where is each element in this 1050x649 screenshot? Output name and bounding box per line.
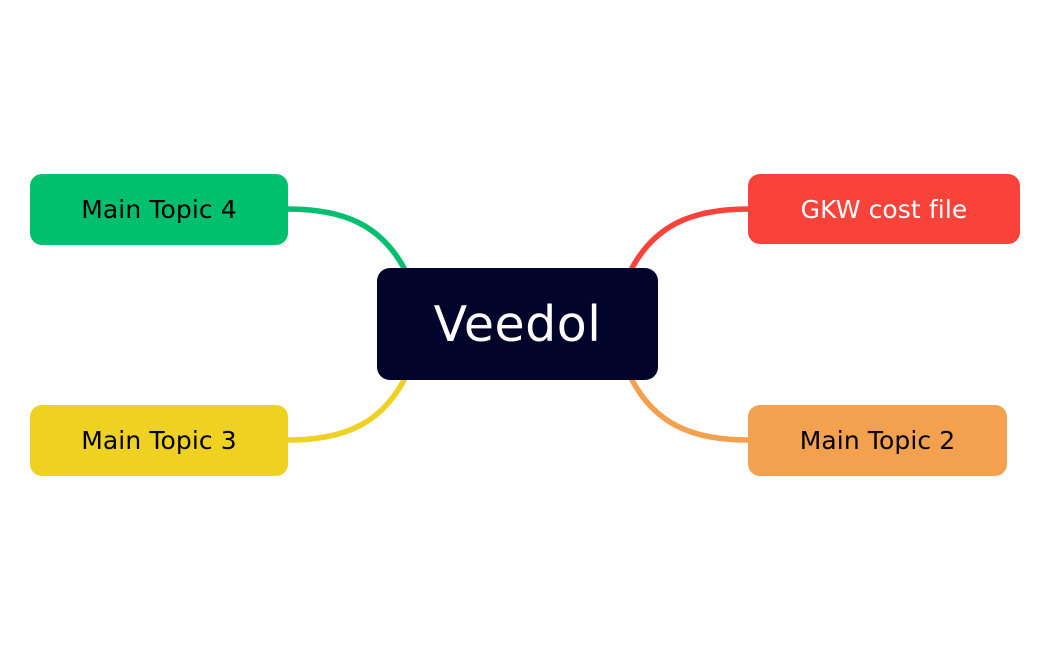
node-label-main-topic-4: Main Topic 4 (81, 195, 237, 224)
connector-topic2 (629, 377, 751, 443)
connector-gkw (629, 206, 751, 271)
node-main-topic-2[interactable]: Main Topic 2 (748, 405, 1007, 476)
node-gkw-cost-file[interactable]: GKW cost file (748, 174, 1020, 244)
node-main-topic-3[interactable]: Main Topic 3 (30, 405, 288, 476)
node-main-topic-4[interactable]: Main Topic 4 (30, 174, 288, 245)
node-central-veedol[interactable]: Veedol (377, 268, 658, 380)
node-label-main-topic-2: Main Topic 2 (799, 426, 956, 455)
node-label-main-topic-3: Main Topic 3 (81, 426, 237, 455)
node-label-gkw-cost-file: GKW cost file (800, 194, 968, 224)
connector-topic3 (285, 377, 407, 443)
node-label-central-veedol: Veedol (433, 295, 602, 353)
connector-topic4 (285, 206, 407, 271)
